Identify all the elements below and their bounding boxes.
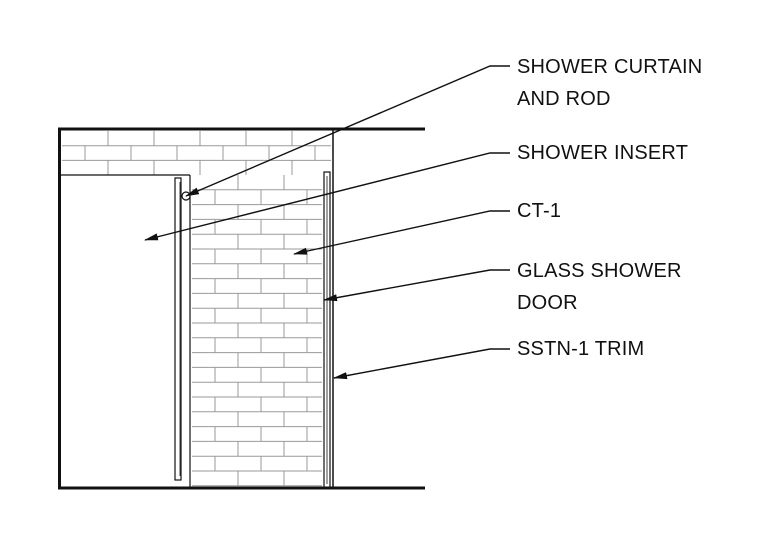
label-glass-door: GLASS SHOWER DOOR [517, 255, 682, 319]
leader-ct1 [293, 210, 510, 255]
label-glass-door-line1: GLASS SHOWER [517, 260, 682, 282]
label-ct1: CT-1 [517, 200, 562, 222]
tile-pattern-wall [192, 175, 322, 487]
leader-shower-curtain [185, 65, 510, 197]
leader-shower-insert [144, 152, 510, 241]
leader-glass-door [323, 269, 510, 302]
shower-structure [58, 127, 425, 490]
curtain-rod [174, 177, 182, 481]
label-shower-curtain-line1: SHOWER CURTAIN [517, 56, 703, 78]
leader-lines [144, 65, 510, 380]
tile-pattern-header [62, 131, 331, 175]
label-trim: SSTN-1 TRIM [517, 338, 645, 360]
label-shower-insert: SHOWER INSERT [517, 142, 689, 164]
glass-shower-door [323, 171, 331, 489]
label-shower-curtain: SHOWER CURTAIN AND ROD [517, 51, 702, 115]
label-glass-door-line2: DOOR [517, 292, 578, 314]
label-shower-curtain-line2: AND ROD [517, 88, 611, 110]
leader-trim [333, 348, 510, 380]
